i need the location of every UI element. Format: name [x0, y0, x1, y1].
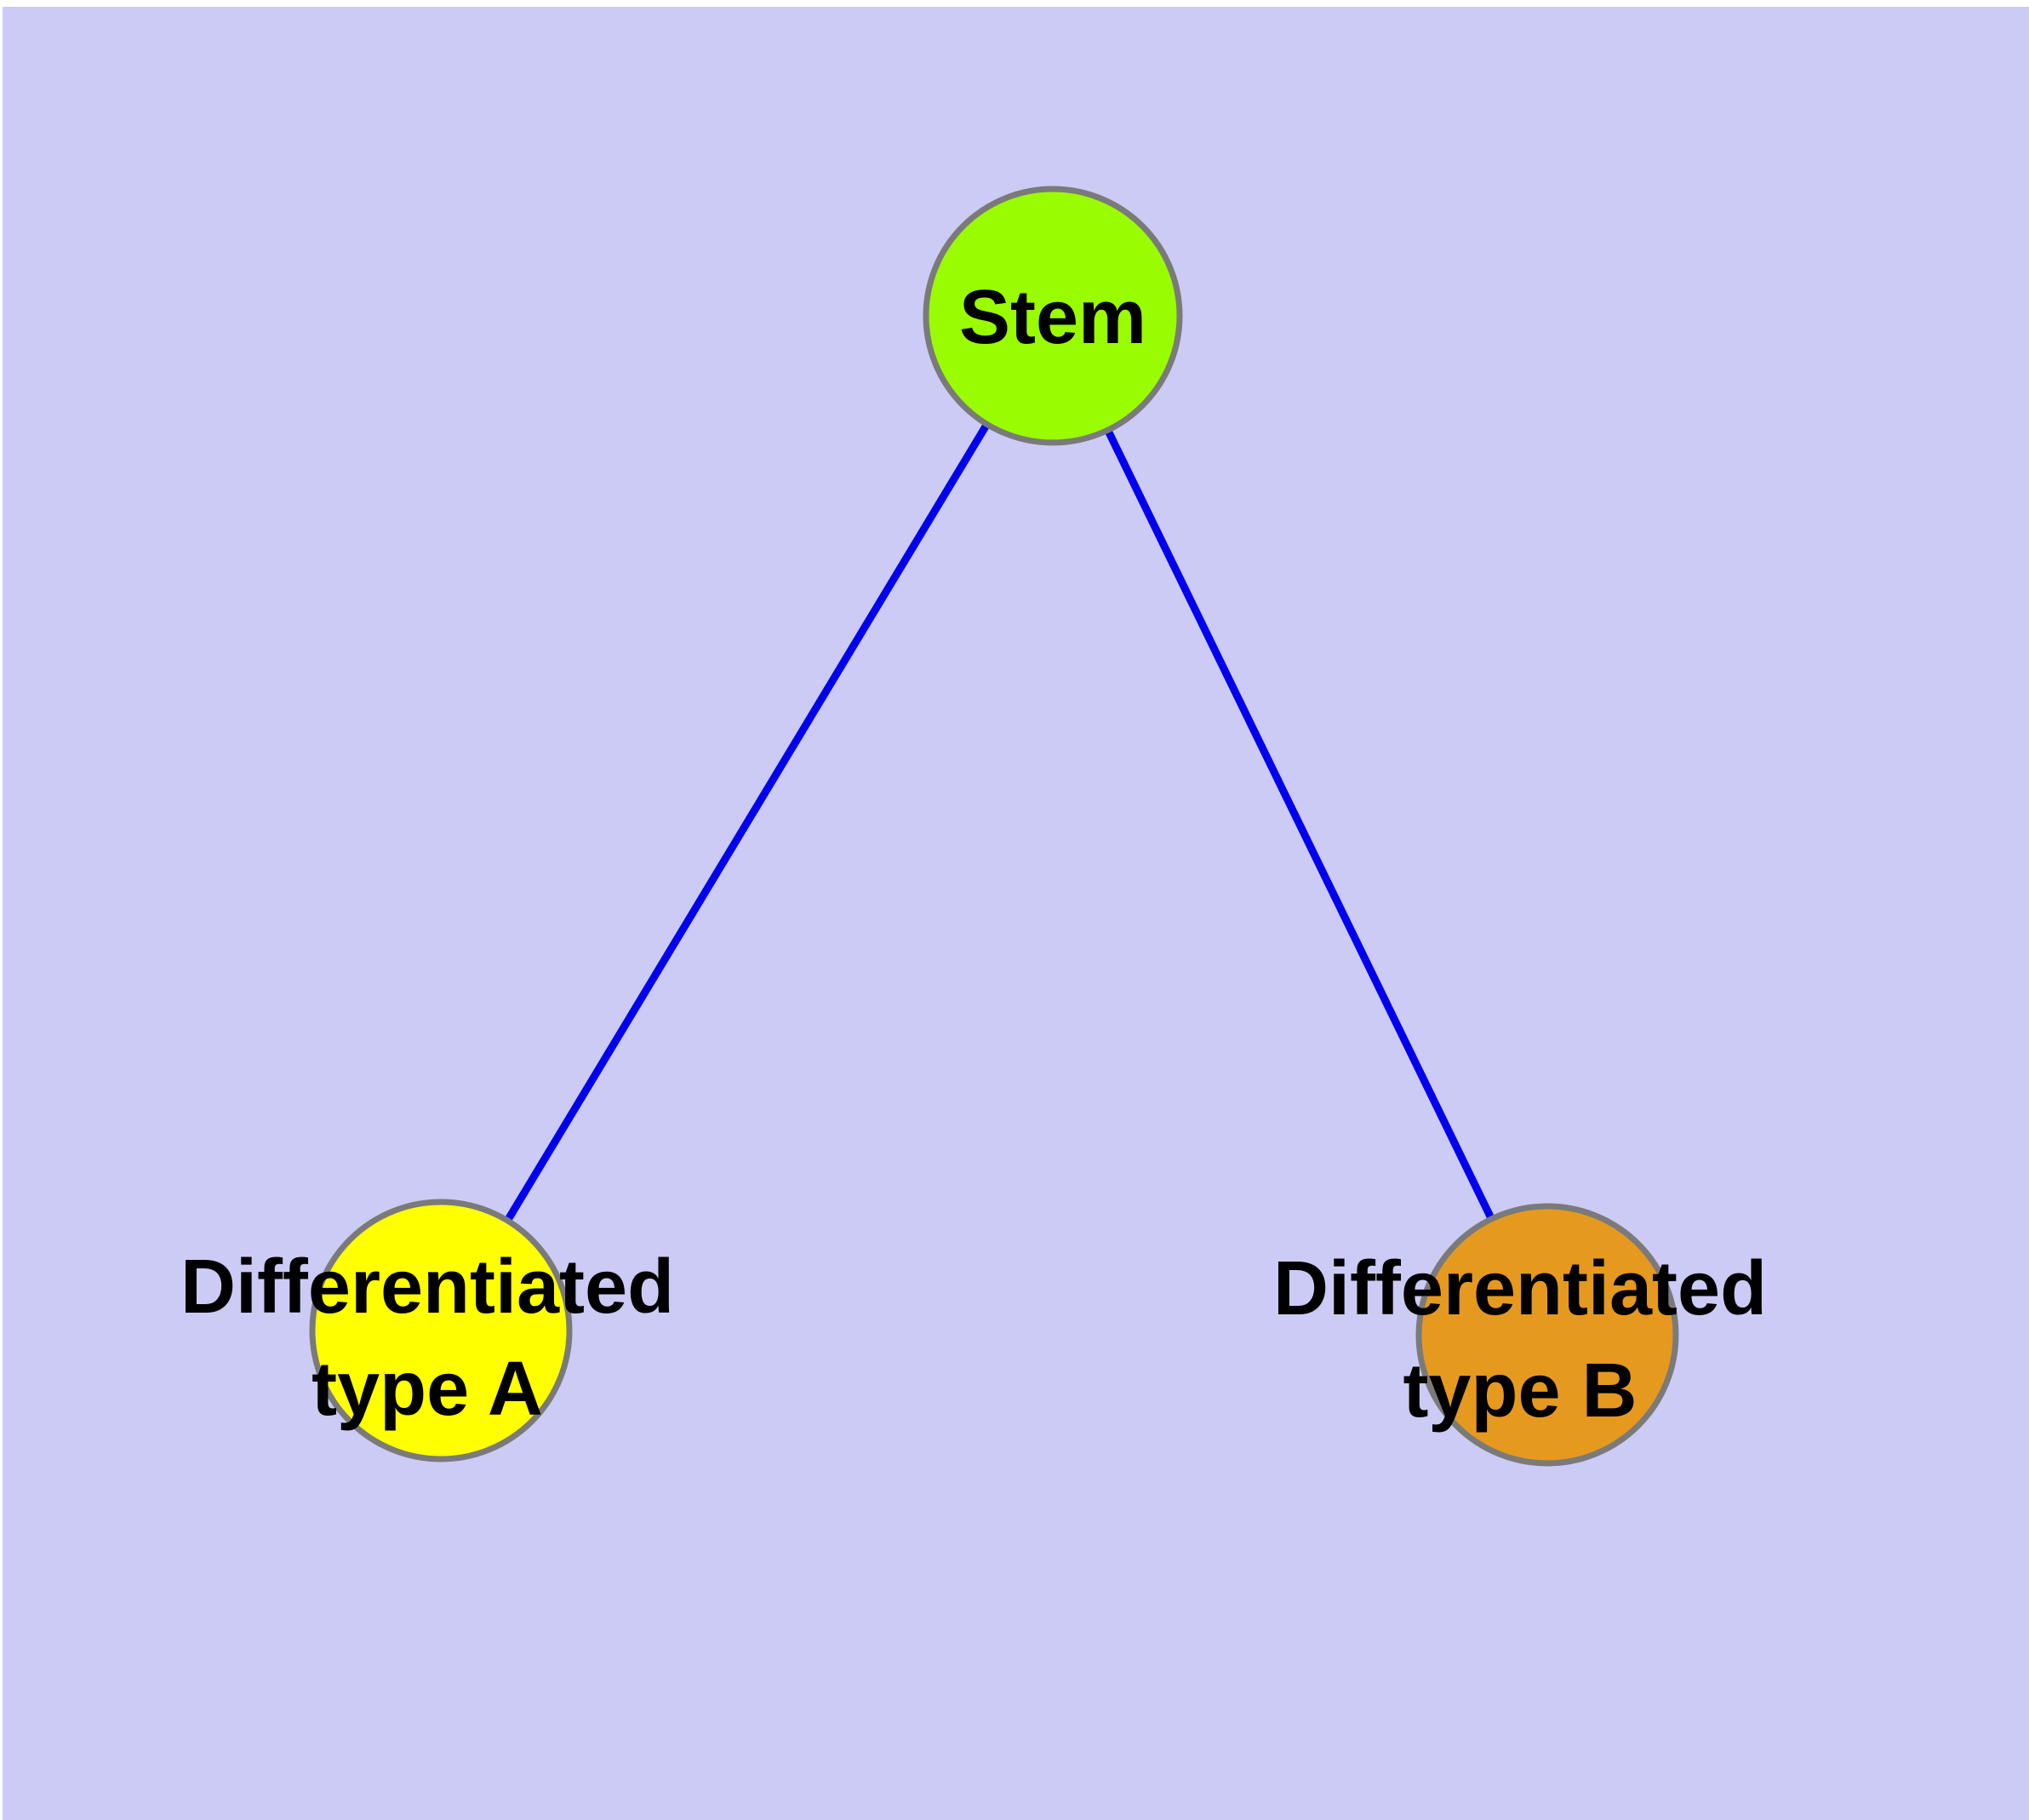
- edge-stem-to-type-a: [506, 424, 989, 1221]
- node-circle-differentiated-type-b: [1415, 1203, 1679, 1467]
- edge-stem-to-type-b: [1105, 431, 1495, 1218]
- node-circle-differentiated-type-a: [309, 1199, 573, 1462]
- node-circle-stem: [923, 186, 1183, 446]
- node-label-differentiated-type-a: Differentiated type A: [180, 1245, 675, 1432]
- node-label-differentiated-type-b: Differentiated type B: [1272, 1246, 1768, 1434]
- node-label-stem: Stem: [958, 275, 1147, 360]
